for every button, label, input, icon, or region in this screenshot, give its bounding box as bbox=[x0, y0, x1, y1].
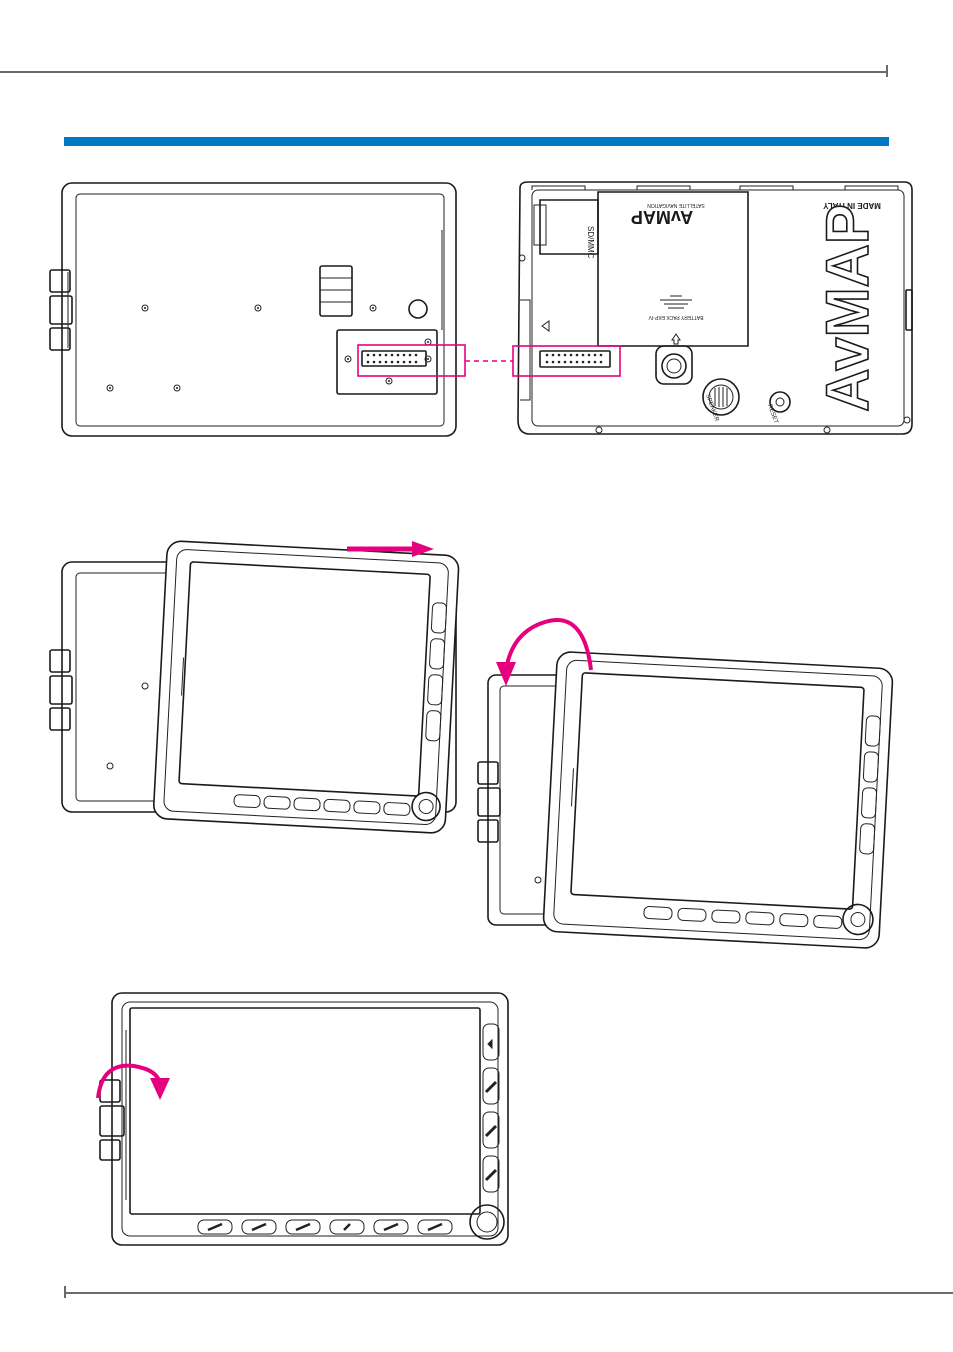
arrow-rotate-clockwise-icon bbox=[98, 1066, 170, 1100]
